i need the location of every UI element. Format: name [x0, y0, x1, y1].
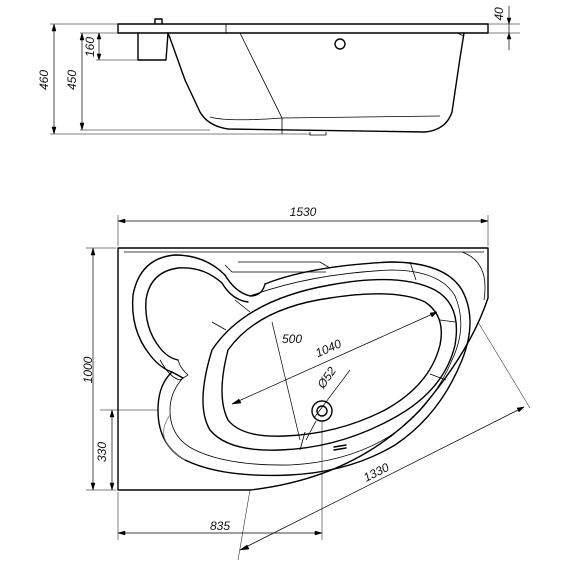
- plan-top-seat: [224, 261, 331, 273]
- plan-hidden-arc: [163, 414, 186, 461]
- dim-label-1040: 1040: [313, 336, 343, 360]
- plan-headrest-outer: [131, 254, 226, 379]
- plan-tub-rim-inner: [169, 269, 462, 466]
- dim-line-1040: [231, 311, 438, 405]
- dim-label-450: 450: [65, 70, 79, 90]
- dim-label-500: 500: [282, 332, 302, 346]
- dim-label-835: 835: [210, 519, 230, 533]
- plan-basin-inner: [221, 293, 443, 437]
- dim-line-1330: [239, 406, 525, 551]
- plan-basin-outer: [202, 278, 458, 451]
- side-bottom-line: [209, 115, 441, 121]
- side-overflow-hole: [334, 38, 346, 50]
- plan-overflow-slot: [333, 444, 347, 451]
- dim-line-drain: [313, 369, 351, 419]
- plan-deck-right-corner: [461, 251, 486, 301]
- side-rim: [117, 23, 489, 34]
- dim-label-40: 40: [492, 7, 506, 21]
- dim-label-1000: 1000: [81, 356, 95, 383]
- plan-drain-inner: [316, 405, 328, 417]
- side-elevation-view: 460 450 160 40: [37, 6, 520, 136]
- dim-label-1530: 1530: [290, 205, 317, 219]
- plan-tub-rim: [157, 261, 471, 477]
- dim-label-drain: Ø52: [314, 364, 339, 392]
- side-rim-knob: [154, 18, 163, 25]
- dim-label-460: 460: [37, 70, 51, 90]
- side-inner-wall: [239, 32, 283, 134]
- dim-label-330: 330: [95, 442, 109, 462]
- plan-outer-outline: [117, 247, 489, 491]
- side-right-leg: [456, 32, 465, 37]
- side-step: [137, 32, 169, 61]
- dim-label-160: 160: [83, 37, 97, 57]
- plan-headrest-inner: [145, 267, 223, 361]
- dim-line-500: [271, 321, 301, 441]
- top-plan-view: 1530 1000 330 835 1330 500: [81, 205, 531, 561]
- plan-drain-outer: [311, 400, 333, 422]
- side-tub-body: [167, 32, 465, 133]
- side-foot: [309, 132, 327, 136]
- plan-headrest-tip: [221, 274, 266, 303]
